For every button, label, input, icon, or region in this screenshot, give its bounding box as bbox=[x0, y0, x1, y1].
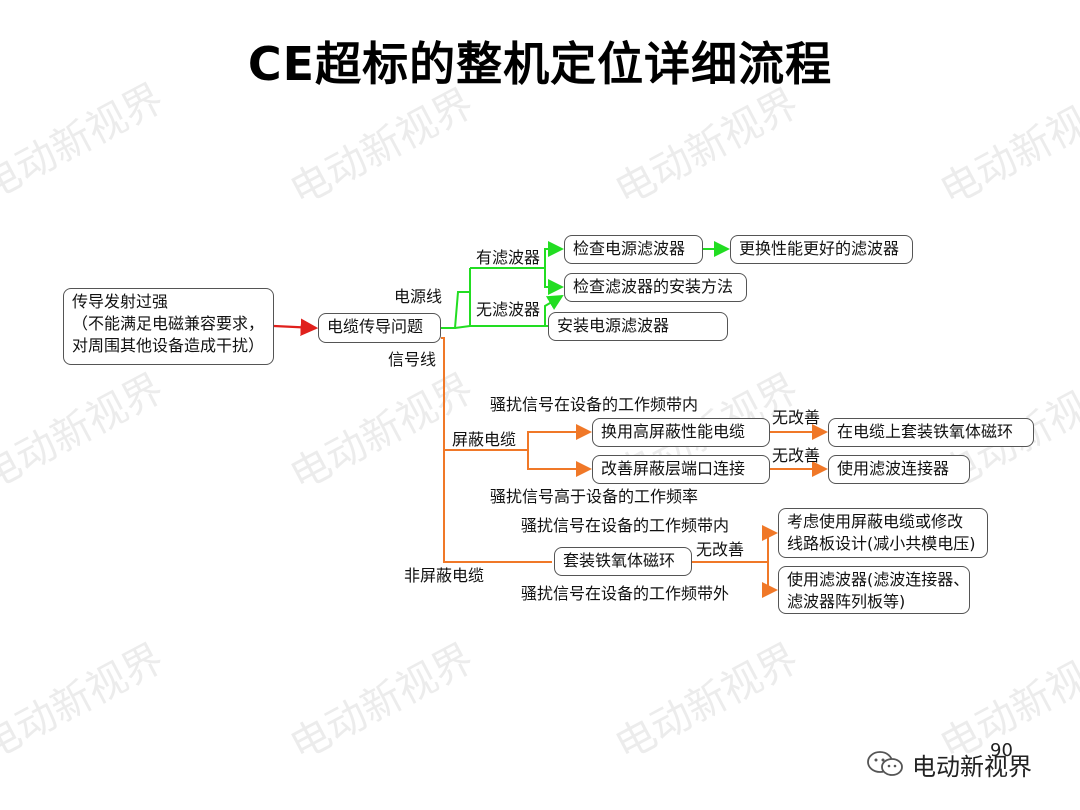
footer-brand: 电动新视界 bbox=[912, 753, 1032, 781]
node-root-emission-too-strong: 传导发射过强 （不能满足电磁兼容要求， 对周围其他设备造成干扰） bbox=[63, 288, 274, 365]
node-shield-or-pcb: 考虑使用屏蔽电缆或修改 线路板设计(减小共模电压) bbox=[778, 508, 988, 558]
wechat-icon bbox=[867, 751, 903, 776]
node-text-line: 传导发射过强 bbox=[72, 292, 169, 311]
node-filter-connector: 使用滤波连接器 bbox=[828, 455, 970, 484]
node-filter-devices: 使用滤波器(滤波连接器、 滤波器阵列板等) bbox=[778, 566, 970, 614]
page-title: CE超标的整机定位详细流程 bbox=[247, 37, 833, 91]
label-out-band: 骚扰信号在设备的工作频带外 bbox=[521, 584, 730, 603]
node-ferrite-on-cable: 在电缆上套装铁氧体磁环 bbox=[828, 418, 1034, 447]
label-in-band-1: 骚扰信号在设备的工作频带内 bbox=[490, 395, 699, 414]
node-text-line: 线路板设计(减小共模电压) bbox=[787, 534, 976, 553]
label-no-filter: 无滤波器 bbox=[476, 300, 541, 319]
node-high-shield-cable: 换用高屏蔽性能电缆 bbox=[592, 418, 770, 447]
label-signal-line: 信号线 bbox=[388, 350, 437, 369]
node-text-line: （不能满足电磁兼容要求， bbox=[72, 314, 265, 333]
node-replace-better-filter: 更换性能更好的滤波器 bbox=[730, 235, 913, 264]
label-in-band-2: 骚扰信号在设备的工作频带内 bbox=[521, 516, 730, 535]
label-has-filter: 有滤波器 bbox=[476, 248, 541, 267]
label-no-improve-3: 无改善 bbox=[696, 540, 745, 559]
label-no-improve-1: 无改善 bbox=[772, 408, 821, 427]
node-ferrite-ring: 套装铁氧体磁环 bbox=[554, 547, 692, 576]
node-check-filter-install: 检查滤波器的安装方法 bbox=[564, 273, 747, 302]
node-cable-conduction-problem: 电缆传导问题 bbox=[318, 313, 441, 343]
page-number: 90 bbox=[990, 740, 1013, 761]
node-text-line: 使用滤波器(滤波连接器、 bbox=[787, 570, 970, 589]
node-text-line: 滤波器阵列板等) bbox=[787, 592, 906, 611]
label-no-improve-2: 无改善 bbox=[772, 446, 821, 465]
label-above-freq: 骚扰信号高于设备的工作频率 bbox=[490, 487, 699, 506]
label-shielded-cable: 屏蔽电缆 bbox=[452, 430, 517, 449]
node-improve-shield-connection: 改善屏蔽层端口连接 bbox=[592, 455, 770, 484]
node-text-line: 对周围其他设备造成干扰） bbox=[72, 336, 265, 355]
node-text-line: 考虑使用屏蔽电缆或修改 bbox=[787, 512, 964, 531]
node-check-power-filter: 检查电源滤波器 bbox=[564, 235, 703, 264]
node-install-power-filter: 安装电源滤波器 bbox=[548, 312, 728, 341]
label-power-line: 电源线 bbox=[394, 287, 443, 306]
label-unshielded-cable: 非屏蔽电缆 bbox=[404, 566, 485, 585]
